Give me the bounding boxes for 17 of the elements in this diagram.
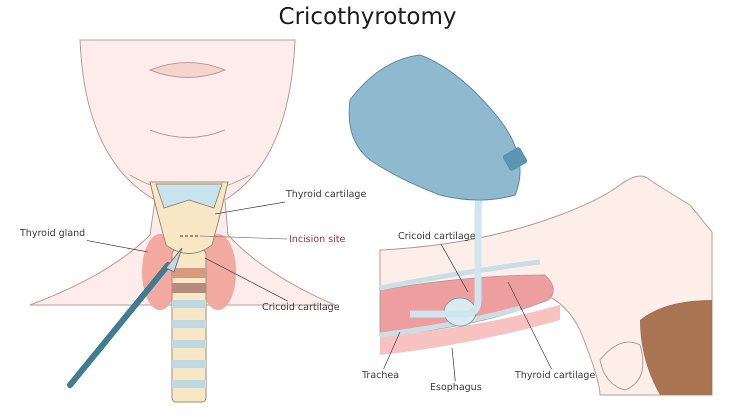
leader-line: [200, 236, 288, 240]
incision-label: Incision site: [289, 234, 346, 246]
leader-line: [214, 202, 286, 214]
leader-line: [508, 282, 552, 370]
leader-line: [86, 240, 148, 252]
diagram-title: Cricothyrotomy: [278, 4, 458, 30]
leader-line: [383, 332, 400, 370]
part-label: Cricoid cartilage: [398, 231, 476, 243]
leader-line: [440, 244, 468, 292]
leader-line: [204, 258, 288, 302]
part-label: Trachea: [362, 370, 400, 382]
part-label: Thyroid gland: [20, 228, 86, 240]
part-label: Thyroid cartilage: [286, 189, 366, 201]
leader-line: [452, 348, 456, 382]
part-label: Cricoid cartilage: [262, 302, 340, 314]
part-label: Esophagus: [430, 382, 482, 394]
part-label: Thyroid cartilage: [515, 370, 596, 382]
